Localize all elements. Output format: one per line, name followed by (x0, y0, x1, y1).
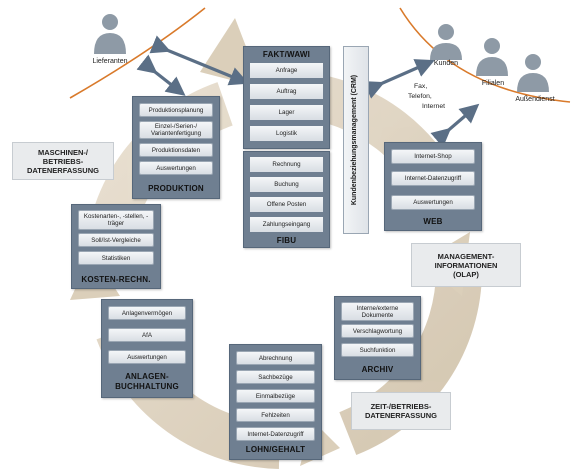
customer-arc (399, 7, 571, 103)
maschinen-line3: DATENERFASSUNG (27, 165, 99, 175)
item-internet-datenzugriff[interactable]: Internet-Datenzugriff (391, 171, 475, 186)
module-archiv[interactable]: Interne/externe Dokumente Verschlagwortu… (334, 296, 421, 380)
module-crm[interactable]: Kundenbeziehungsmanagement (CRM) (343, 46, 369, 234)
person-icon-lieferanten (94, 14, 126, 54)
module-title: ARCHIV (361, 365, 394, 374)
item-lager[interactable]: Lager (250, 105, 323, 120)
module-fakt-wawi[interactable]: FAKT/WAWI Anfrage Auftrag Lager Logistik (243, 46, 330, 149)
label-kunden: Kunden (433, 60, 459, 67)
management-line2: INFORMATIONEN (434, 260, 498, 270)
item-internet-shop[interactable]: Internet-Shop (391, 149, 475, 164)
item-sachbezuege[interactable]: Sachbezüge (236, 370, 315, 384)
module-fibu[interactable]: Rechnung Buchung Offene Posten Zahlungse… (243, 151, 330, 248)
item-afa[interactable]: AfA (108, 328, 186, 342)
item-verschlagwortung[interactable]: Verschlagwortung (341, 324, 414, 338)
supplier-arc (69, 7, 206, 99)
item-zahlungseingang[interactable]: Zahlungseingang (250, 217, 323, 232)
zeit-line2: DATENERFASSUNG (365, 411, 437, 420)
item-statistiken[interactable]: Statistiken (78, 251, 154, 265)
management-line1: MANAGEMENT- (437, 251, 495, 261)
item-auswertungen[interactable]: Auswertungen (139, 161, 213, 175)
item-dokumente[interactable]: Interne/externe Dokumente (341, 302, 414, 321)
module-title: WEB (423, 217, 443, 226)
item-produktionsplanung[interactable]: Produktionsplanung (139, 103, 213, 117)
channel-label: Fax, Telefon, Internet (400, 82, 446, 112)
item-internet-datenzugriff[interactable]: Internet-Datenzugriff (236, 427, 315, 441)
item-fehlzeiten[interactable]: Fehlzeiten (236, 408, 315, 422)
maschinen-line2: BETRIEBS- (42, 156, 84, 166)
item-anfrage[interactable]: Anfrage (250, 63, 323, 78)
module-title: FAKT/WAWI (262, 50, 311, 59)
label-management-informationen: MANAGEMENT- INFORMATIONEN (OLAP) (411, 243, 521, 287)
module-web[interactable]: Internet-Shop Internet-Datenzugriff Ausw… (384, 142, 482, 231)
item-buchung[interactable]: Buchung (250, 177, 323, 192)
module-produktion[interactable]: Produktionsplanung Einzel-/Serien-/ Vari… (132, 96, 220, 199)
label-aussendienst: Außendienst (515, 96, 555, 103)
item-soll-ist[interactable]: Soll/Ist-Vergleiche (78, 233, 154, 247)
item-rechnung[interactable]: Rechnung (250, 157, 323, 172)
management-line3: (OLAP) (453, 269, 479, 279)
label-maschinen-datenerfassung: MASCHINEN-/ BETRIEBS- DATENERFASSUNG (12, 142, 114, 180)
item-auswertungen[interactable]: Auswertungen (391, 195, 475, 210)
person-icon-aussendienst (517, 54, 549, 92)
item-abrechnung[interactable]: Abrechnung (236, 351, 315, 365)
item-einmalbezuege[interactable]: Einmalbezüge (236, 389, 315, 403)
zeit-line1: ZEIT-/BETRIEBS- (370, 402, 432, 411)
item-suchfunktion[interactable]: Suchfunktion (341, 343, 414, 357)
person-icon-kunden (430, 24, 462, 60)
arrow-crm-kunden (363, 59, 435, 99)
title-line1: ANLAGEN- (125, 372, 169, 381)
module-title: ANLAGEN- BUCHHALTUNG (102, 372, 192, 392)
label-filialen: Filialen (481, 80, 505, 87)
channel-telefon: Telefon, (408, 93, 432, 100)
channel-fax: Fax, (414, 83, 428, 90)
module-title: KOSTEN-RECHN. (81, 275, 151, 284)
item-auftrag[interactable]: Auftrag (250, 84, 323, 99)
crm-title: Kundenbeziehungsmanagement (CRM) (351, 74, 358, 206)
channel-internet: Internet (422, 103, 446, 110)
item-logistik[interactable]: Logistik (250, 126, 323, 141)
item-anlagenvermoegen[interactable]: Anlagenvermögen (108, 306, 186, 320)
title-line2: BUCHHALTUNG (115, 382, 179, 391)
module-title: LOHN/GEHALT (245, 445, 306, 454)
module-lohn-gehalt[interactable]: Abrechnung Sachbezüge Einmalbezüge Fehlz… (229, 344, 322, 460)
person-icon-filialen (476, 38, 508, 76)
module-title: FIBU (276, 236, 297, 245)
maschinen-line1: MASCHINEN-/ (37, 147, 88, 157)
arrow-web-kunden (430, 103, 480, 148)
item-kostenarten[interactable]: Kostenarten-, -stellen, -träger (78, 210, 154, 230)
item-offene-posten[interactable]: Offene Posten (250, 197, 323, 212)
module-title: PRODUKTION (148, 184, 204, 193)
module-kostenrechnung[interactable]: Kostenarten-, -stellen, -träger Soll/Ist… (71, 204, 161, 289)
item-fertigung[interactable]: Einzel-/Serien-/ Variantenfertigung (139, 121, 213, 139)
module-anlagenbuchhaltung[interactable]: Anlagenvermögen AfA Auswertungen ANLAGEN… (101, 299, 193, 398)
arrow-supplier-produktion (136, 54, 186, 96)
item-auswertungen[interactable]: Auswertungen (108, 350, 186, 364)
label-lieferanten: Lieferanten (92, 58, 128, 65)
arrow-supplier-wawi (149, 35, 249, 86)
item-produktionsdaten[interactable]: Produktionsdaten (139, 143, 213, 157)
label-zeit-datenerfassung: ZEIT-/BETRIEBS- DATENERFASSUNG (351, 392, 451, 430)
